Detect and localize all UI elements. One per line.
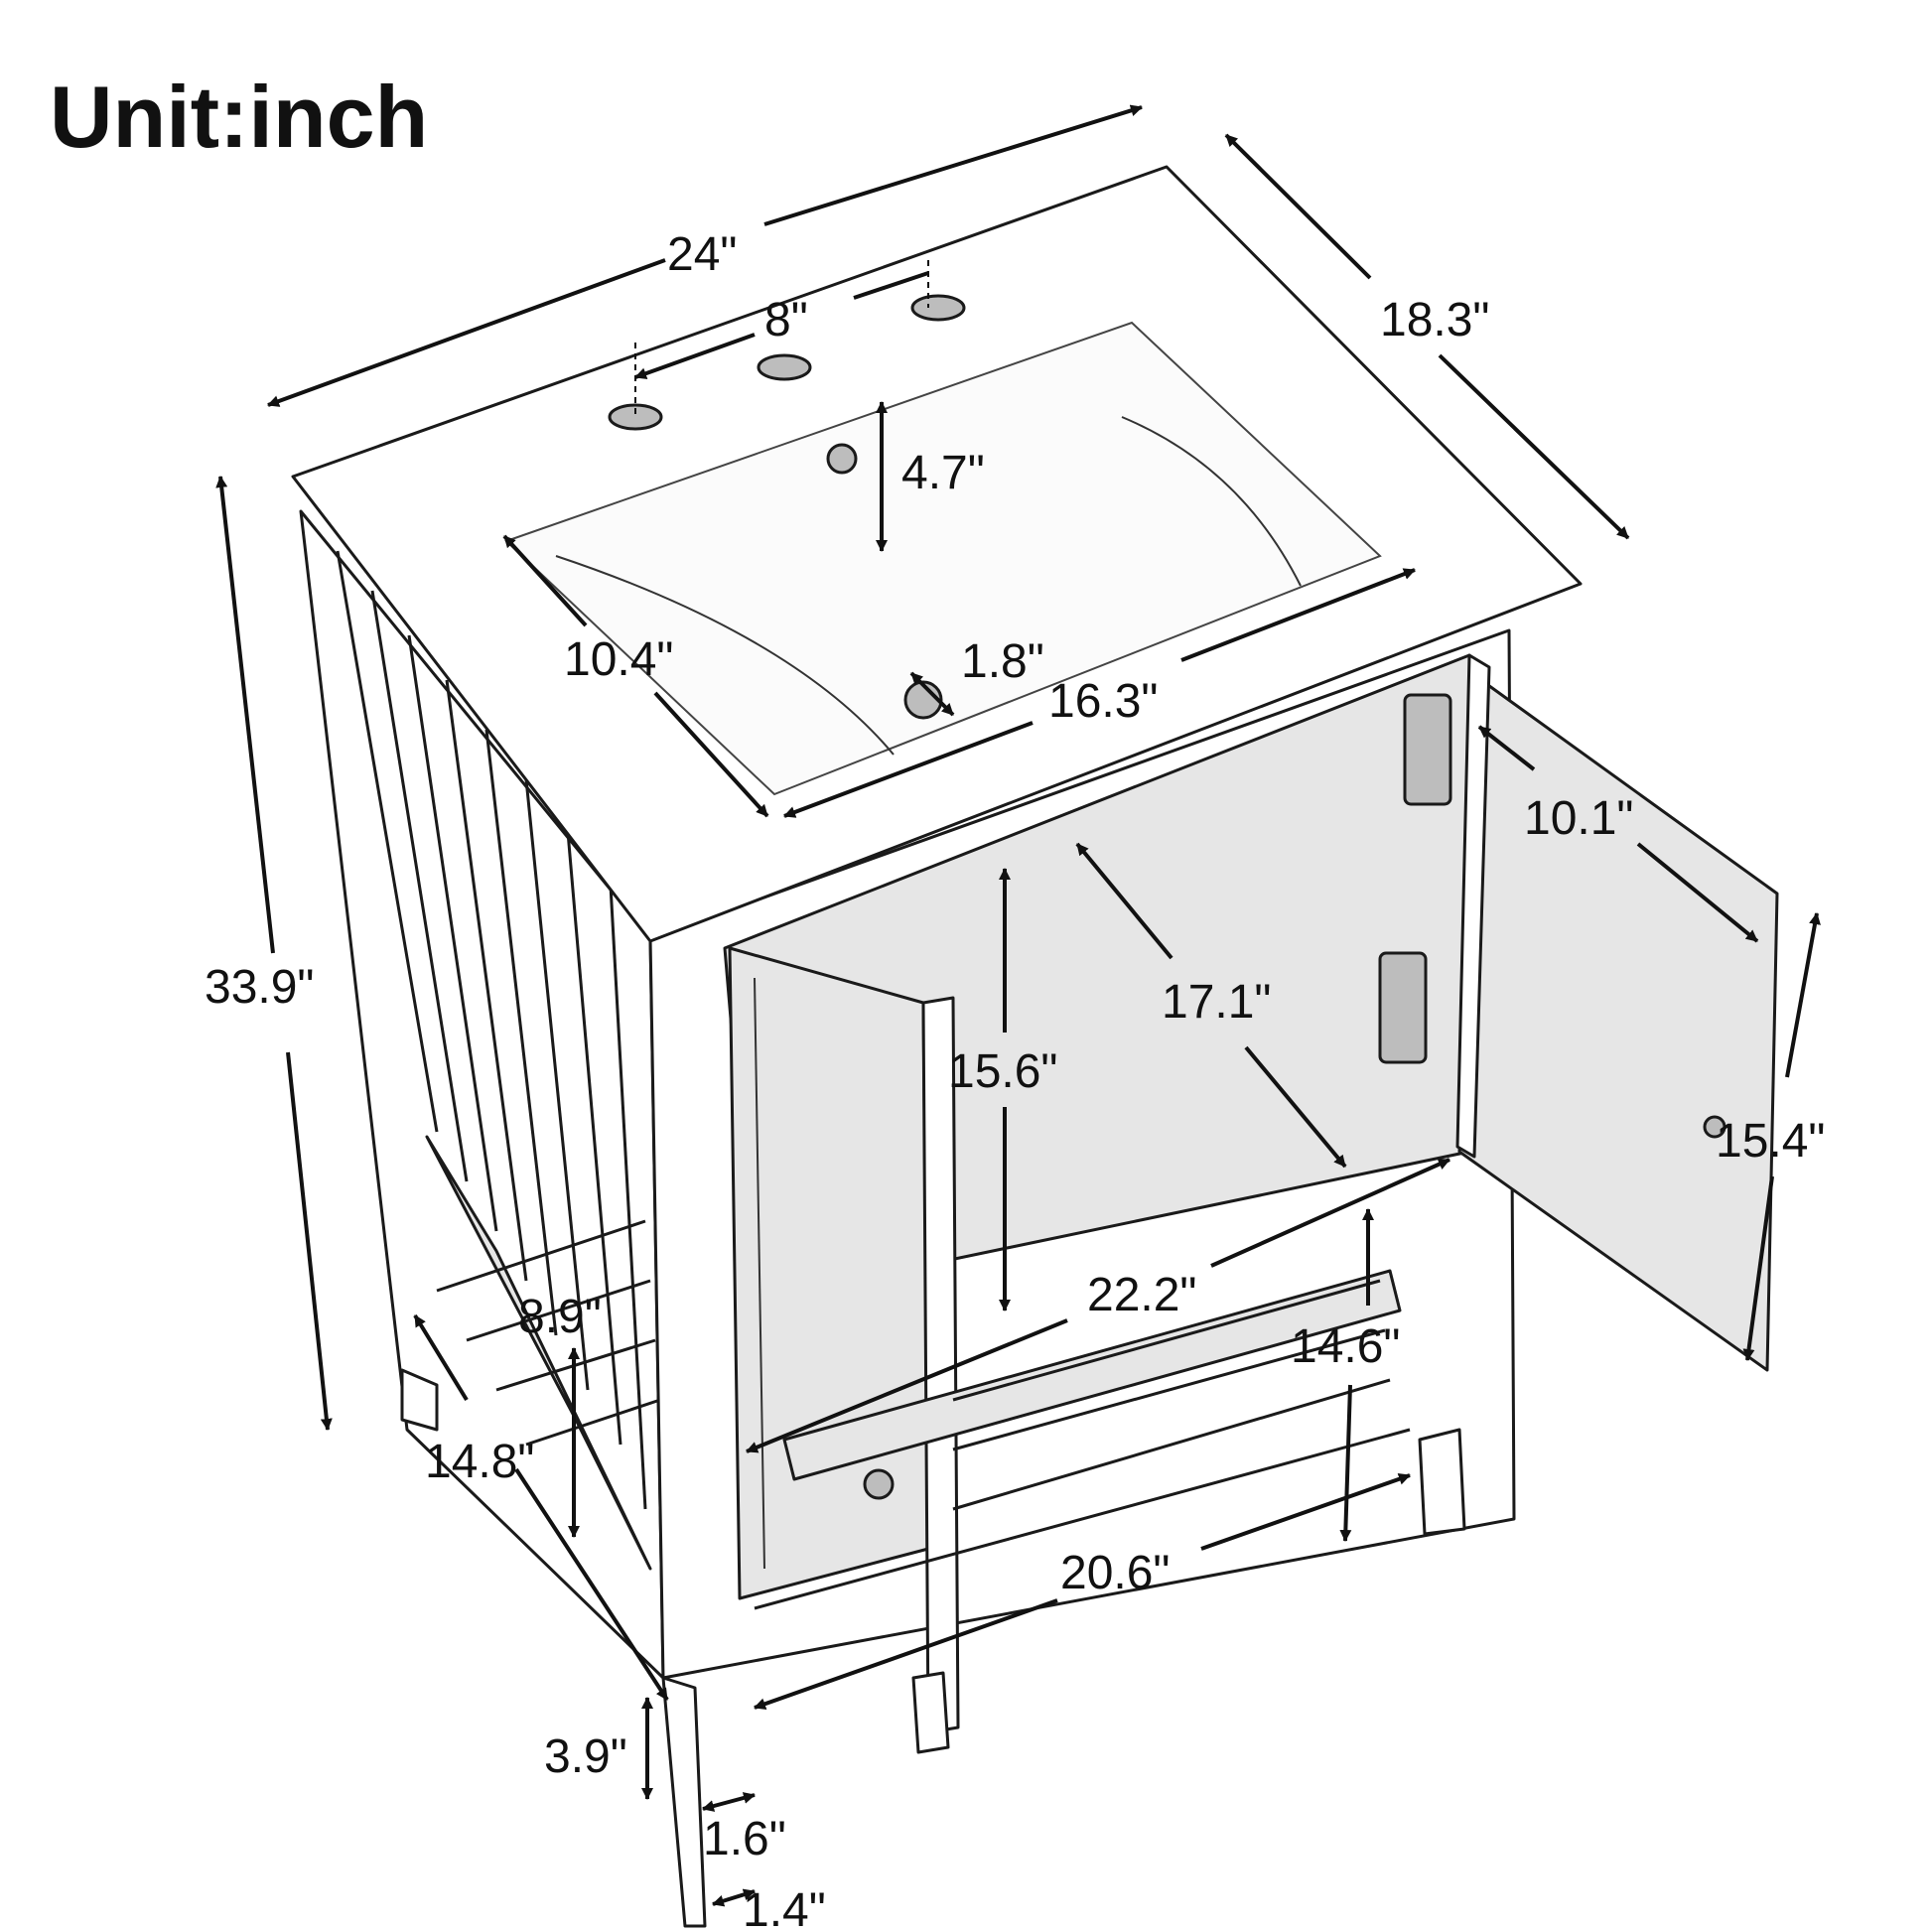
basin-contour [555, 555, 895, 756]
dim-label-leg-thickness: 1.4" [743, 1884, 826, 1932]
right-door-edge [1455, 653, 1491, 1159]
dim-label-shelf-width: 20.6" [1060, 1547, 1170, 1599]
dim-label-width: 24" [667, 228, 737, 281]
front-left-leg [661, 1676, 707, 1928]
left-shelf-opening [425, 1135, 652, 1571]
dim-label-door-height: 15.4" [1716, 1115, 1825, 1168]
dim-label-faucet-to-overflow: 4.7" [901, 447, 985, 499]
dim-label-side-opening-height: 8.9" [518, 1291, 602, 1343]
faucet-hole-icon [608, 403, 663, 431]
dim-label-basin-width: 16.3" [1048, 675, 1158, 728]
door-hinge-icon [1403, 693, 1452, 806]
side-slats [336, 550, 647, 1510]
dim-label-leg-height: 3.9" [544, 1730, 627, 1783]
center-leg [911, 1671, 950, 1754]
overflow-drain-icon [826, 443, 858, 475]
center-stile [921, 996, 960, 1734]
bottom-shelf [754, 1269, 1411, 1610]
hardware [608, 294, 1726, 1500]
dim-label-opening-height: 15.6" [948, 1045, 1057, 1098]
dimension-labels: 24" 18.3" 8" 4.7" 10.4" 1.8" 16.3" 33.9"… [205, 228, 1825, 1932]
dim-label-interior-width: 22.2" [1087, 1269, 1196, 1321]
door-knob-icon [863, 1468, 895, 1500]
faucet-hole-icon [757, 353, 812, 381]
basin-contour-right [1121, 416, 1302, 587]
sink-top [291, 165, 1583, 943]
dim-label-total-height: 33.9" [205, 961, 314, 1014]
dim-label-faucet-spread: 8" [764, 294, 808, 346]
dim-label-drain-diameter: 1.8" [961, 635, 1044, 688]
unit-title: Unit:inch [50, 68, 428, 166]
dim-label-hinge-offset: 10.1" [1524, 792, 1633, 845]
dim-label-leg-width: 1.6" [703, 1813, 786, 1865]
dim-label-basin-depth: 10.4" [564, 633, 673, 686]
dimension-lines [215, 104, 1821, 1907]
rear-left-leg [400, 1368, 439, 1432]
dim-label-depth: 18.3" [1380, 294, 1489, 346]
dim-label-shelf-depth: 14.8" [425, 1436, 534, 1488]
front-right-leg [1418, 1428, 1466, 1536]
dim-label-interior-depth: 17.1" [1162, 976, 1271, 1029]
door-knob-icon [1703, 1115, 1726, 1139]
basin [504, 321, 1382, 796]
dim-label-shelf-clearance: 14.6" [1291, 1320, 1400, 1373]
door-hinge-icon [1378, 951, 1428, 1064]
left-door-edge [754, 977, 765, 1570]
faucet-hole-icon [910, 294, 966, 322]
